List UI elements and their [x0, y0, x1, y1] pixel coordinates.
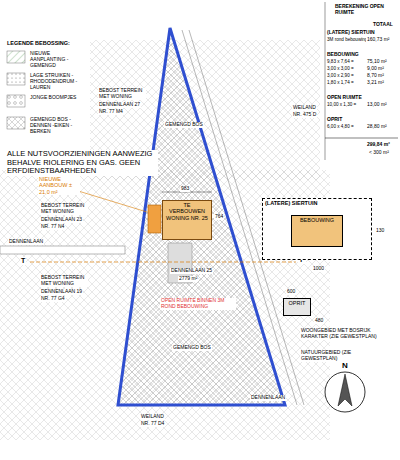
plan-label: GEMENGD BOS — [172, 345, 212, 351]
legend-sample — [6, 50, 26, 64]
legend-sample — [6, 116, 26, 130]
plan-label: 8,70 m² — [366, 73, 385, 79]
node-text: (LATERE) SIERTUIN — [263, 199, 371, 207]
node-text: BEBOUWING — [292, 216, 342, 224]
plan-label: N — [341, 361, 349, 370]
plan-label: 1000 — [312, 266, 325, 272]
plan-label: 6,00 x 4,80 = — [326, 124, 355, 129]
plan-label: LEGENDE BEBOSSING: — [6, 40, 71, 46]
plan-label: DENNENLAAN 19 — [40, 289, 83, 295]
garden-area: (LATERE) SIERTUIN BEBOUWING — [262, 198, 372, 260]
plan-label: DENNENLAAN — [250, 395, 286, 401]
plan-label: 299,84 m² — [366, 142, 391, 148]
plan-label: 3,21 m² — [366, 80, 385, 86]
plan-label: OPRIT — [326, 117, 343, 123]
building-box: BEBOUWING — [291, 215, 343, 247]
plan-label: WEILAND — [292, 105, 317, 111]
plan-label: 3,00 x 2,90 = — [326, 73, 355, 78]
plan-label: 75,10 m² — [366, 59, 388, 65]
plan-label: 2779 m² — [178, 276, 198, 282]
plan-label: NR. 77 G4 — [40, 296, 66, 302]
plan-label: BEREKENING OPEN RUIMTE — [334, 4, 398, 16]
plan-label: 1,80 x 1,74 = — [326, 80, 355, 85]
plan-label: 3,00 x 3,00 = — [326, 66, 355, 71]
plan-label: ALLE NUTSVOORZIENINGEN AANWEZIG BEHALVE … — [6, 150, 158, 176]
plan-label: NIEUWE AANBOUW ± 21,0 m² — [38, 176, 80, 195]
plan-label: 28,80 m² — [366, 124, 388, 130]
plan-label: T — [20, 257, 26, 265]
plan-label: GEMENGD BOS — [164, 122, 204, 128]
plan-label: 160,73 m² — [366, 37, 391, 43]
plan-label: 600 — [286, 289, 296, 295]
plan-label: BEBOUWING — [326, 52, 360, 58]
legend-sample — [6, 94, 26, 108]
plan-label: 9,00 m² — [366, 66, 385, 72]
legend-text: NIEUWE AANPLANTING -GEMENGD — [30, 51, 85, 68]
plan-label: WOONGEBIED MET BOSRIJK KARAKTER (ZIE GEW… — [300, 328, 382, 340]
plan-label: 480 — [314, 318, 324, 324]
plan-label: NR. 77 M4 — [98, 109, 124, 115]
plan-label: WEILAND — [140, 414, 165, 420]
plan-label: 983 — [180, 186, 190, 192]
plan-label: DENNENLAAN — [8, 239, 44, 245]
plan-label: DENNENLAAN 27 — [98, 102, 141, 108]
plan-label: NATUURGEBIED (ZIE GEWESTPLAN) — [300, 350, 382, 362]
plan-label: 130 — [375, 228, 385, 234]
legend-text: GEMENGD BOS -DENNEN -EIKEN -BERKEN — [30, 117, 85, 134]
node-text: OPRIT — [284, 299, 310, 307]
plan-label: < 300 m² — [368, 150, 390, 156]
plan-label: TOTAAL — [372, 22, 394, 28]
plan-label: 10,00 x 1,30 = — [326, 102, 357, 107]
plan-label: NR. 77 N4 — [40, 224, 65, 230]
house-box: TE VERBOUWEN WONING NR. 25 — [162, 200, 212, 240]
plan-label: BEBOST TERREIN MET WONING — [40, 275, 88, 287]
plan-label: OPEN RUIMTE — [326, 95, 363, 101]
legend-text: JONGE BOOMPJES — [30, 95, 85, 101]
driveway-box: OPRIT — [283, 298, 311, 316]
plan-label: OPEN RUIMTE BINNEN 3M ROND BEBOUWING — [160, 298, 236, 310]
plan-label: 13,00 m² — [366, 102, 388, 108]
plan-label: 764 — [214, 214, 224, 220]
plan-label: DENNENLAAN 23 — [40, 217, 83, 223]
plan-label: NR. 77 D4 — [140, 421, 165, 427]
plan-label: BEBOST TERREIN MET WONING — [40, 203, 88, 215]
plan-label: 3M rond bebouwing — [326, 37, 368, 42]
legend-sample — [6, 72, 26, 86]
plan-label: NR. 475 D — [292, 112, 317, 118]
plan-label: 9,83 x 7,64 = — [326, 59, 355, 64]
legend-text: LAGE STRUIKEN -RHODODENDRUM -LAUREN — [30, 73, 85, 90]
plan-label: (LATERE) SIERTUIN — [326, 30, 376, 36]
plan-label: BEBOST TERREIN MET WONING — [98, 88, 146, 100]
plan-label: DENNENLAAN 25 — [170, 268, 213, 274]
node-text: TE VERBOUWEN WONING NR. 25 — [163, 201, 211, 222]
